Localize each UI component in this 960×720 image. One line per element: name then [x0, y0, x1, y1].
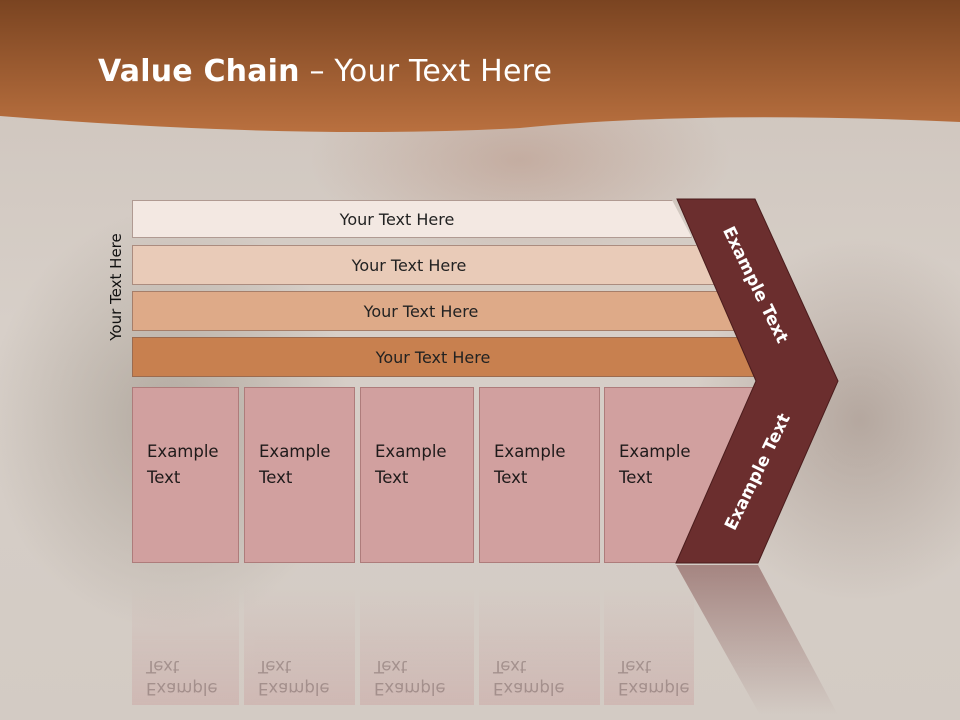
primary-column-2: Example Text — [244, 387, 355, 563]
column-3-line1: Example — [375, 442, 447, 461]
support-bar-4: Your Text Here — [132, 337, 764, 377]
header-banner — [0, 0, 960, 132]
column-2-line1: Example — [259, 442, 331, 461]
column-4-line1: Example — [494, 442, 566, 461]
slide-title: Value Chain – Your Text Here — [98, 54, 552, 89]
support-bar-1-label: Your Text Here — [339, 209, 455, 229]
column-4-line2: Text — [494, 468, 528, 487]
slide-title-rest: – Your Text Here — [299, 54, 553, 89]
support-bar-2: Your Text Here — [132, 245, 716, 285]
column-5-line1: Example — [619, 442, 691, 461]
support-bar-4-label: Your Text Here — [375, 347, 491, 367]
primary-column-1: Example Text — [132, 387, 239, 563]
support-bar-3: Your Text Here — [132, 291, 740, 331]
column-1-line1: Example — [147, 442, 219, 461]
primary-column-3: Example Text — [360, 387, 474, 563]
column-2-line2: Text — [259, 468, 293, 487]
support-bar-1: Your Text Here — [132, 200, 692, 238]
column-5-line2: Text — [619, 468, 653, 487]
primary-column-4: Example Text — [479, 387, 600, 563]
support-bar-3-label: Your Text Here — [363, 301, 479, 321]
column-1-line2: Text — [147, 468, 181, 487]
side-label: Your Text Here — [107, 233, 125, 341]
column-3-line2: Text — [375, 468, 409, 487]
support-bar-2-label: Your Text Here — [351, 255, 467, 275]
slide-title-bold: Value Chain — [98, 54, 300, 89]
